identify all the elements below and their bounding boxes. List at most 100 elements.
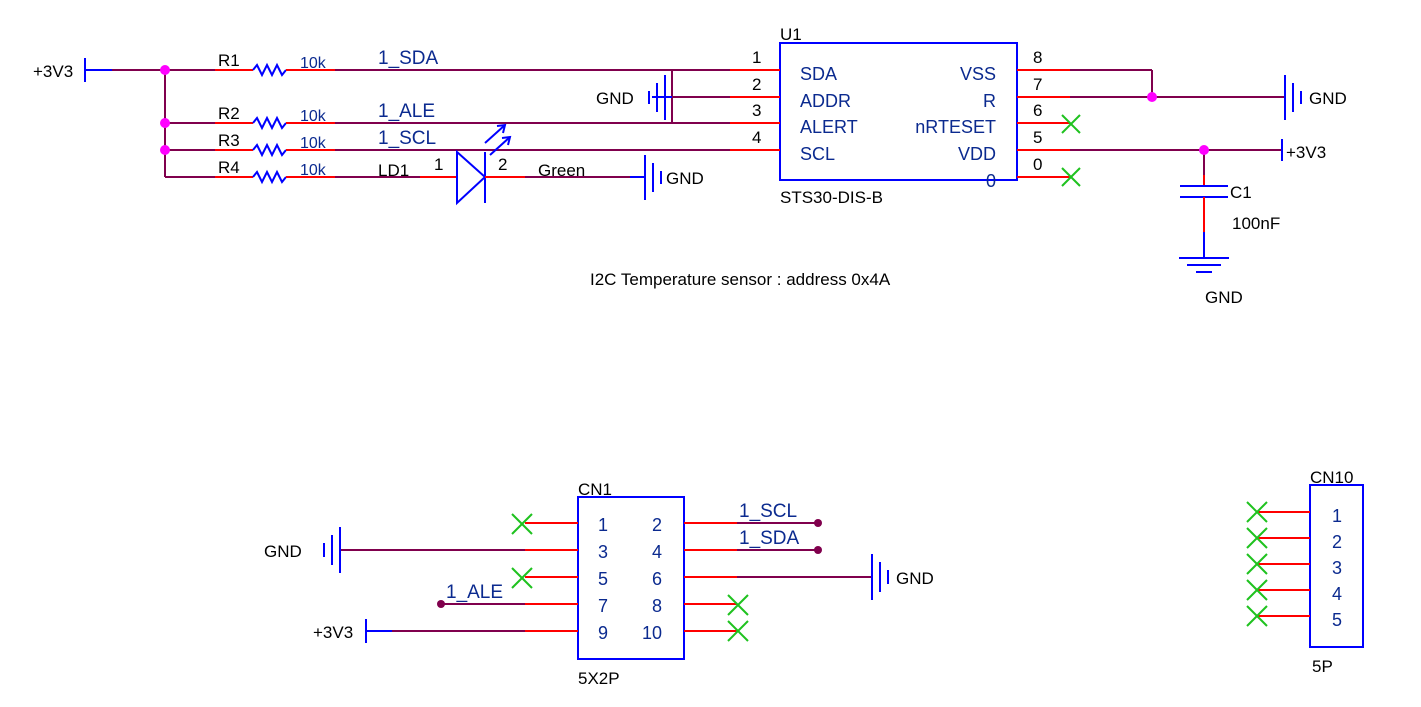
c1-ref: C1	[1230, 183, 1252, 202]
cn1-pin-8: 8	[652, 596, 662, 616]
power-port-3v3-left: +3V3	[33, 58, 112, 82]
resistor-r2: R2 10k	[165, 104, 335, 131]
net-end-dot	[814, 546, 822, 554]
no-connect-cn10-pin5	[1246, 605, 1268, 627]
gnd-symbol-cn1-left: GND	[264, 527, 341, 573]
net-label-cn1-scl: 1_SCL	[739, 501, 797, 522]
r2-value: 10k	[300, 108, 327, 125]
led-ld1: LD1 1 2 Green	[378, 123, 585, 206]
cn1-part: 5X2P	[578, 669, 620, 688]
u1-pin-num-3: 3	[752, 101, 761, 120]
led-pin2: 2	[498, 155, 507, 174]
cn1-pin-9: 9	[598, 623, 608, 643]
r4-value: 10k	[300, 162, 327, 179]
cn1-pin-10: 10	[642, 623, 662, 643]
u1-pin-name-scl: SCL	[800, 144, 835, 164]
cn10-pin-5: 5	[1332, 610, 1342, 630]
cn1-pin-2: 2	[652, 515, 662, 535]
gnd-symbol-led: GND	[630, 155, 704, 200]
u1-pin-name-vss: VSS	[960, 64, 996, 84]
cn1-pin-7: 7	[598, 596, 608, 616]
cn10-pin-1: 1	[1332, 506, 1342, 526]
resistor-r4: R4 10k	[165, 158, 335, 185]
power-port-3v3-cn1: +3V3	[313, 619, 392, 643]
no-connect-cn1-pin5	[511, 567, 533, 589]
u1-pin-name-vdd: VDD	[958, 144, 996, 164]
net-label-sda: 1_SDA	[378, 48, 439, 69]
u1-pin-name-sda: SDA	[800, 64, 837, 84]
net-label-scl: 1_SCL	[378, 128, 436, 149]
resistor-r3: R3 10k	[165, 131, 335, 158]
u1-pin-name-addr: ADDR	[800, 91, 851, 111]
u1-pin-name-nrteset: nRTESET	[915, 117, 996, 137]
cn10-ref: CN10	[1310, 468, 1353, 487]
gnd-symbol-cn1-right: GND	[871, 554, 934, 600]
no-connect-cn10-pin1	[1246, 501, 1268, 523]
cn10-pin-2: 2	[1332, 532, 1342, 552]
u1-pin-num-8: 8	[1033, 48, 1042, 67]
net-end-dot	[814, 519, 822, 527]
no-connect-u1-pin0	[1061, 167, 1081, 187]
u1-part: STS30-DIS-B	[780, 188, 883, 207]
junction-dot	[160, 118, 170, 128]
cn1-pin-6: 6	[652, 569, 662, 589]
capacitor-c1: C1 100nF	[1180, 175, 1280, 233]
cn1-ref: CN1	[578, 480, 612, 499]
led-pin1: 1	[434, 155, 443, 174]
c1-value: 100nF	[1232, 214, 1280, 233]
u1-ref: U1	[780, 25, 802, 44]
gnd-label-led: GND	[666, 169, 704, 188]
junction-dot	[160, 145, 170, 155]
gnd-label-addr: GND	[596, 89, 634, 108]
no-connect-u1-pin6	[1061, 114, 1081, 134]
power-label-3v3-cn1: +3V3	[313, 623, 353, 642]
no-connect-cn1-pin1	[511, 513, 533, 535]
no-connect-cn1-pin10	[727, 620, 749, 642]
cn1-pin-3: 3	[598, 542, 608, 562]
u1-pin-num-2: 2	[752, 75, 761, 94]
ic-u1: U1 STS30-DIS-B 1 2 3 4 SDA ADDR ALERT SC…	[730, 25, 1070, 207]
r2-ref: R2	[218, 104, 240, 123]
cn1-pin-1: 1	[598, 515, 608, 535]
u1-pin-num-0: 0	[1033, 155, 1042, 174]
r3-value: 10k	[300, 135, 327, 152]
gnd-label-cn1-left: GND	[264, 542, 302, 561]
r1-ref: R1	[218, 51, 240, 70]
u1-pin-num-7: 7	[1033, 75, 1042, 94]
gnd-label-cn1-right: GND	[896, 569, 934, 588]
u1-pin-num-1: 1	[752, 48, 761, 67]
cn1-pin-5: 5	[598, 569, 608, 589]
junction-dot	[1147, 92, 1157, 102]
connector-cn1: CN1 5X2P 1 3 5 7 9 2 4 6 8 10	[525, 480, 737, 688]
u1-pin-name-0: 0	[986, 171, 996, 191]
cn10-part: 5P	[1312, 657, 1333, 676]
u1-pin-num-4: 4	[752, 128, 761, 147]
cn10-pin-3: 3	[1332, 558, 1342, 578]
gnd-label-u1: GND	[1309, 89, 1347, 108]
no-connect-cn1-pin8	[727, 594, 749, 616]
gnd-symbol-u1: GND	[1284, 75, 1347, 120]
gnd-symbol-c1: GND	[1179, 232, 1243, 307]
no-connect-cn10-pin2	[1246, 527, 1268, 549]
u1-pin-name-r: R	[983, 91, 996, 111]
net-label-cn1-ale: 1_ALE	[446, 582, 503, 603]
gnd-label-c1: GND	[1205, 288, 1243, 307]
junction-dot	[160, 65, 170, 75]
led-value: Green	[538, 161, 585, 180]
led-ref: LD1	[378, 161, 409, 180]
r1-value: 10k	[300, 55, 327, 72]
net-label-ale: 1_ALE	[378, 101, 435, 122]
cn10-pin-4: 4	[1332, 584, 1342, 604]
resistor-r1: R1 10k	[165, 51, 335, 78]
no-connect-cn10-pin4	[1246, 579, 1268, 601]
u1-pin-num-6: 6	[1033, 101, 1042, 120]
power-port-3v3-right: +3V3	[1281, 139, 1326, 162]
junction-dot	[1199, 145, 1209, 155]
u1-pin-name-alert: ALERT	[800, 117, 858, 137]
power-label-3v3-right: +3V3	[1286, 143, 1326, 162]
power-label-3v3-left: +3V3	[33, 62, 73, 81]
r4-ref: R4	[218, 158, 240, 177]
net-label-cn1-sda: 1_SDA	[739, 528, 800, 549]
u1-pin-num-5: 5	[1033, 128, 1042, 147]
